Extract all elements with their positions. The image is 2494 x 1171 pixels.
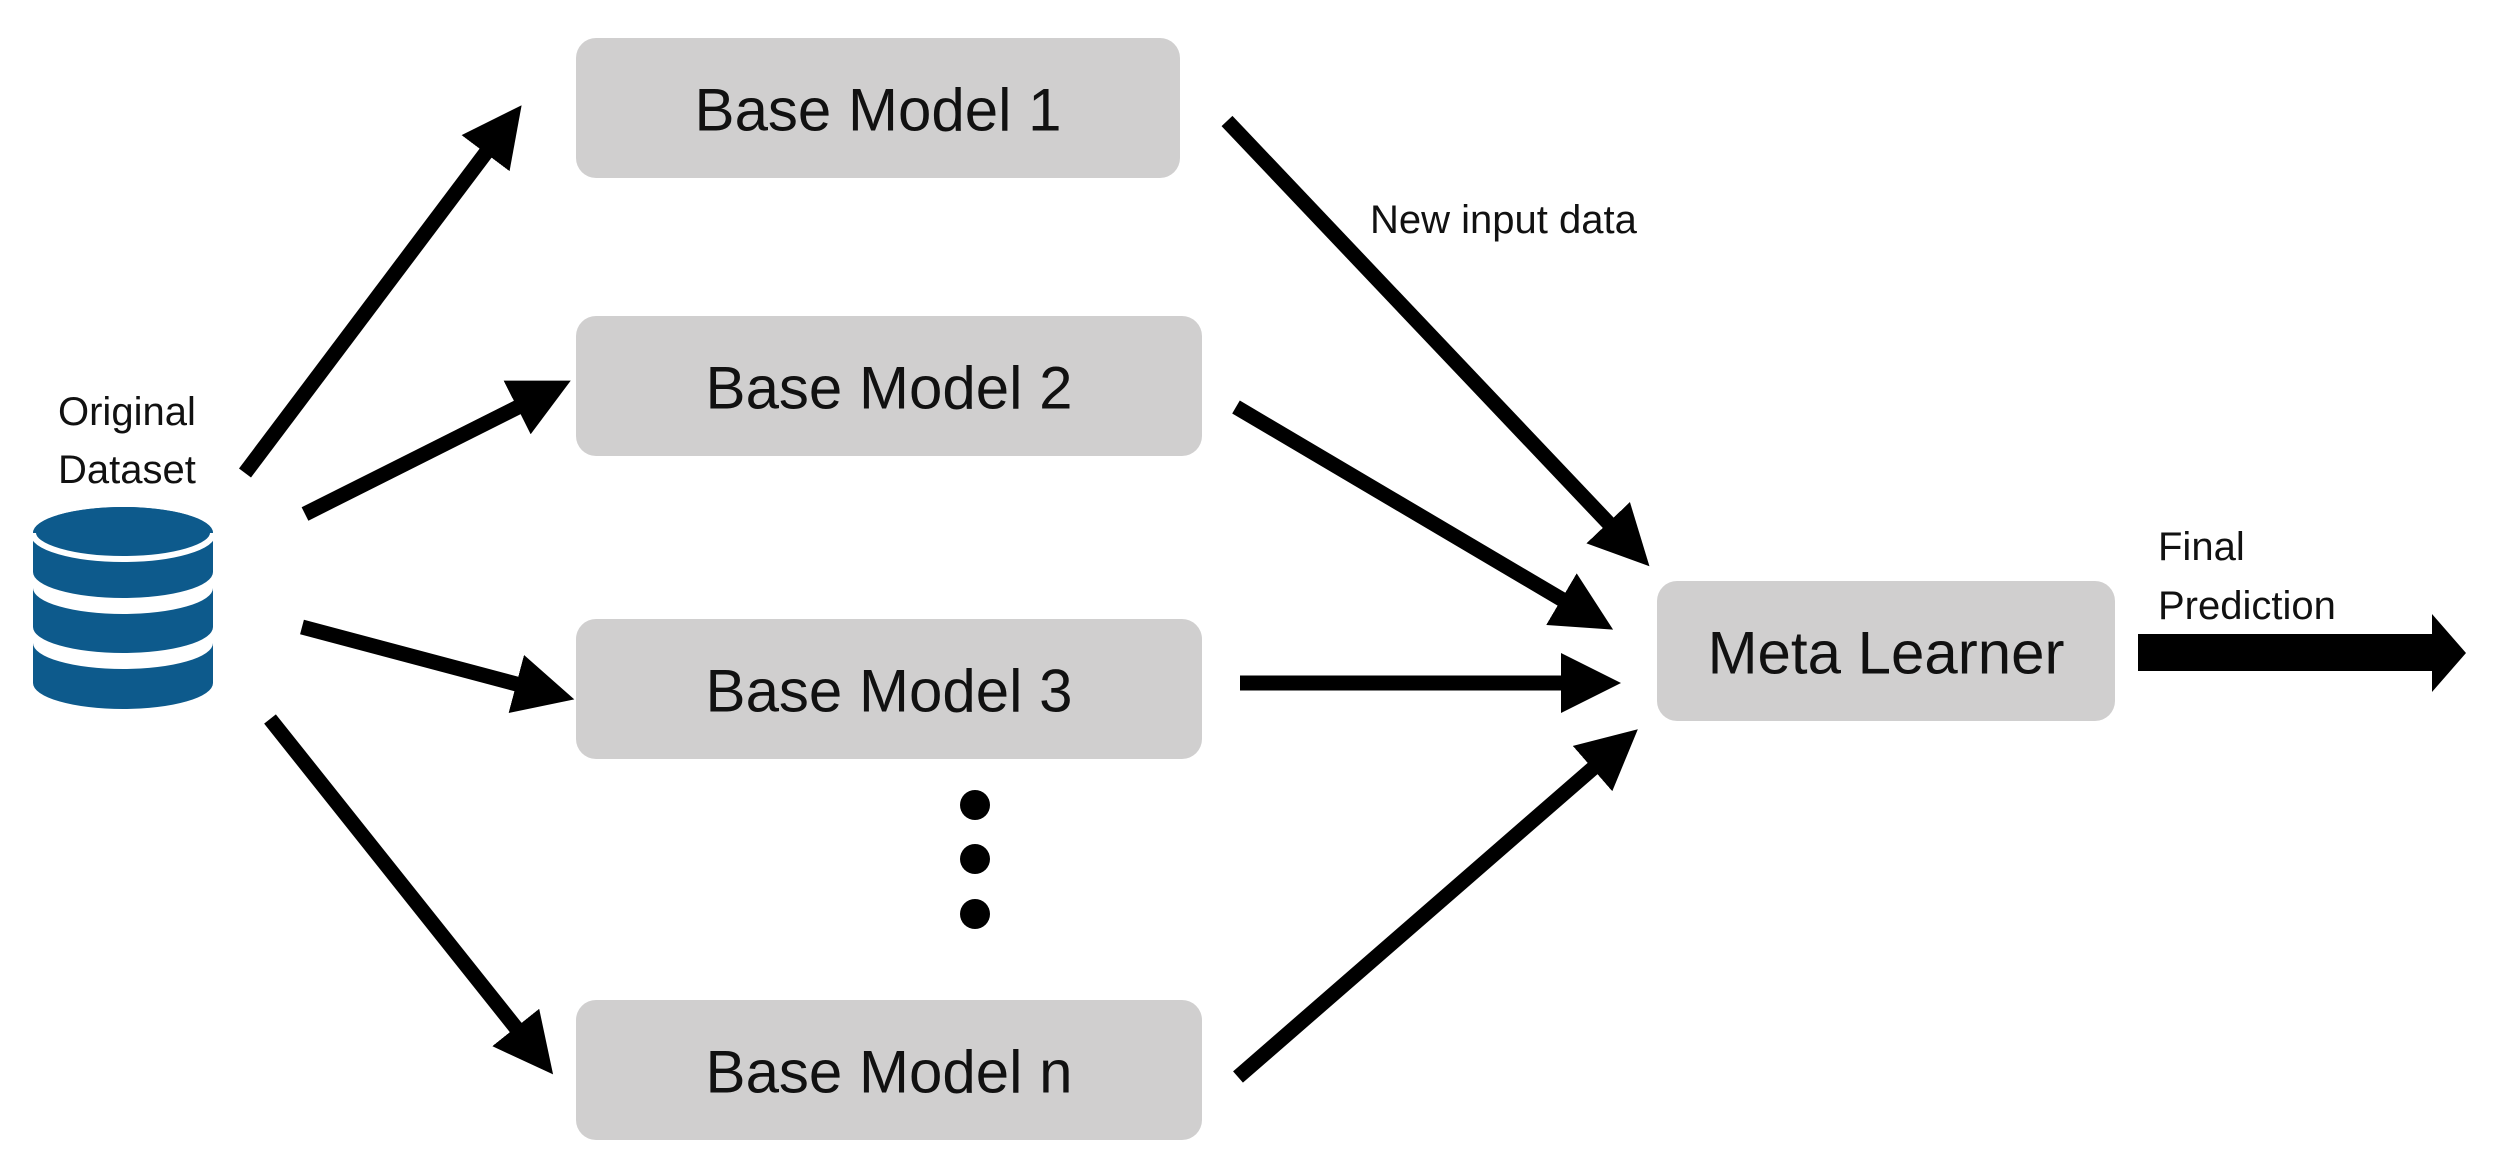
base-model-3-label: Base Model 3 xyxy=(706,658,1073,725)
base-model-2: Base Model 2 xyxy=(576,316,1202,456)
dataset-label-line2: Dataset xyxy=(58,448,196,492)
base-model-3: Base Model 3 xyxy=(576,619,1202,759)
final-prediction-label-line2: Prediction xyxy=(2158,584,2336,628)
arrow-model-n-to-meta xyxy=(1233,729,1638,1083)
base-model-n: Base Model n xyxy=(576,1000,1202,1140)
base-model-n-label: Base Model n xyxy=(706,1039,1073,1106)
final-prediction-label-line1: Final xyxy=(2158,525,2245,569)
meta-learner: Meta Learner xyxy=(1657,581,2115,721)
base-model-1: Base Model 1 xyxy=(576,38,1180,178)
dataset-label-line1: Original xyxy=(58,390,196,434)
arrow-dataset-to-model-2 xyxy=(301,380,571,521)
base-model-1-label: Base Model 1 xyxy=(695,77,1062,144)
base-model-2-label: Base Model 2 xyxy=(706,355,1073,422)
database-icon xyxy=(30,507,216,709)
arrow-dataset-to-model-3 xyxy=(300,619,575,713)
arrow-model-1-to-meta xyxy=(1221,115,1650,567)
meta-learner-label: Meta Learner xyxy=(1708,620,2065,687)
arrow-dataset-to-model-1 xyxy=(239,105,522,478)
arrow-model-2-to-meta xyxy=(1232,400,1614,630)
arrow-dataset-to-model-n xyxy=(264,714,554,1075)
vertical-ellipsis-icon xyxy=(960,790,990,929)
final-prediction-arrow xyxy=(2138,614,2466,692)
new-input-data-label: New input data xyxy=(1370,198,1638,242)
